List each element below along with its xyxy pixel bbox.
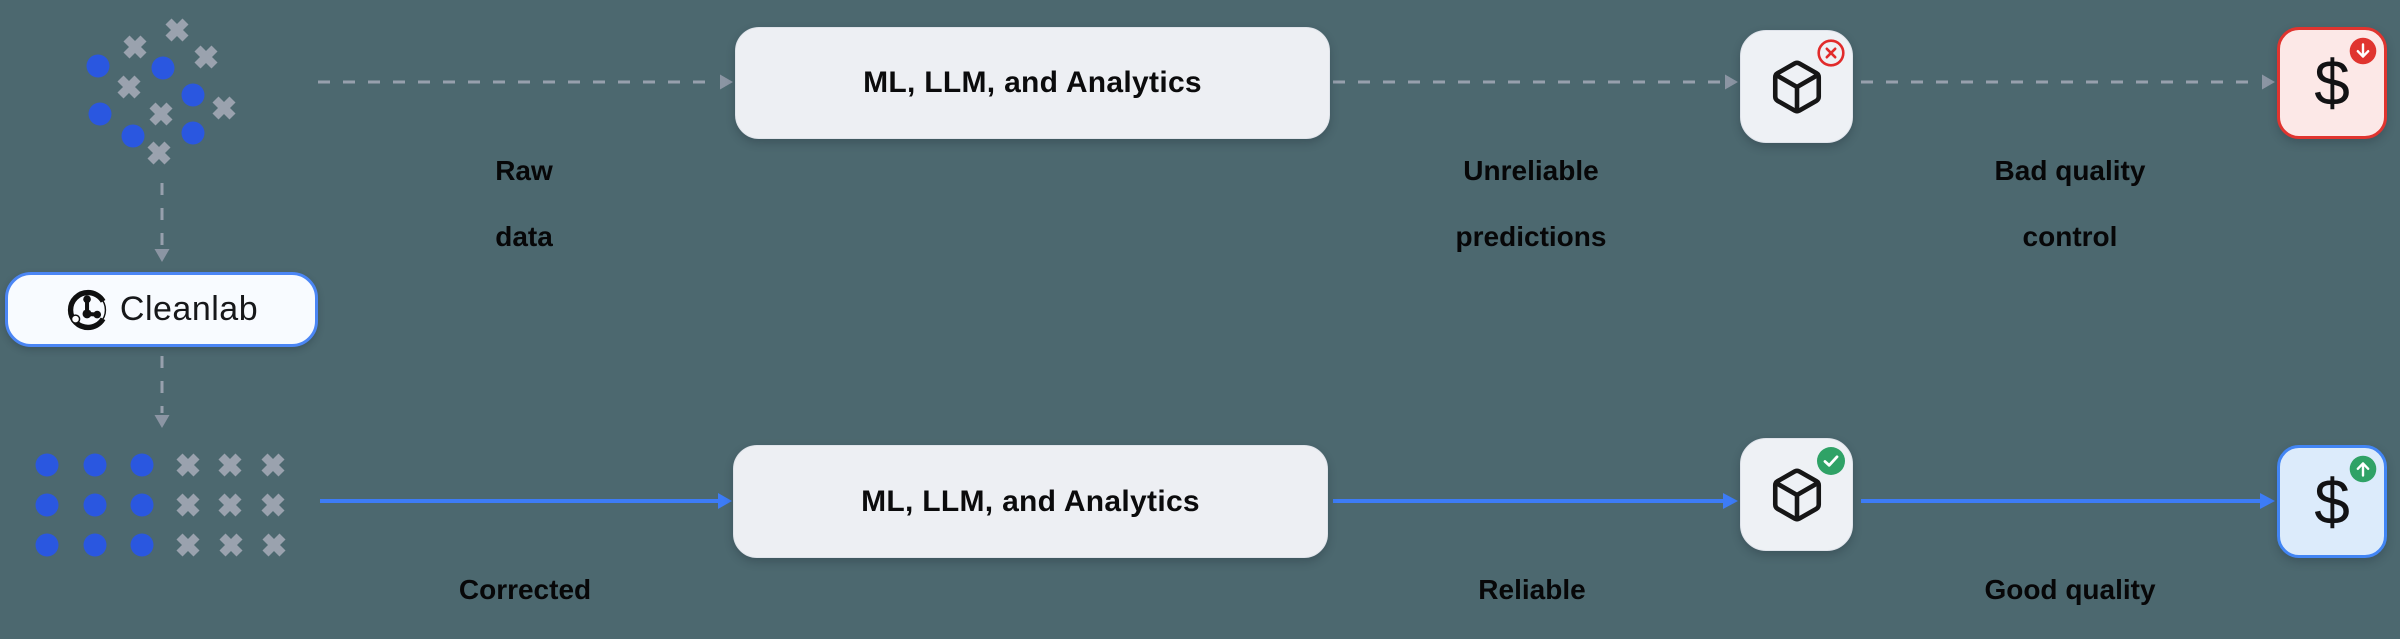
data-point-circle [35,493,59,517]
data-point-cross [261,453,285,477]
data-point-cross [261,493,285,517]
dashed-arrow-cleanlab-to-corrected [154,356,170,428]
blue-arrow-model-to-cost [1861,493,2275,509]
data-point-cross [262,533,286,557]
blue-arrow-ml-to-model [1333,493,1738,509]
data-point-circle [181,83,205,107]
data-point-cross [176,453,200,477]
label-corrected-data: Corrected data [458,574,592,605]
data-point-cross [218,493,242,517]
label-unreliable-predictions: Unreliable predictions [1455,155,1607,252]
check-badge-icon [1817,447,1845,475]
data-point-cross [176,533,200,557]
label-good-quality-control: Good quality control [1984,574,2156,605]
data-point-circle [151,56,175,80]
data-point-circle [83,493,107,517]
cost-box-bad: $ [2277,27,2387,139]
data-point-cross [194,45,218,69]
data-point-circle [130,453,154,477]
blue-arrow-corrected-to-ml [320,493,732,509]
data-point-cross [165,18,189,42]
data-point-circle [35,533,59,557]
cleanlab-box: Cleanlab [5,272,318,347]
data-point-cross [147,141,171,165]
cost-box-good: $ [2277,445,2387,558]
data-point-cross [176,493,200,517]
label-reliable-predictions: Reliable predictions [1478,574,1586,605]
arrow-up-badge-icon [2349,455,2377,483]
cleanlab-wordmark: Cleanlab [119,290,259,328]
raw-data-scatter [86,18,236,165]
label-raw-data: Raw data [495,155,553,252]
dollar-icon: $ [2314,47,2350,119]
ml-box-label: ML, LLM, and Analytics [863,66,1202,99]
data-point-cross [212,96,236,120]
data-point-cross [149,102,173,126]
dashed-arrow-ml-to-model [1333,74,1738,90]
data-point-cross [123,35,147,59]
data-point-circle [86,54,110,78]
data-point-cross [117,75,141,99]
dollar-icon: $ [2314,465,2350,538]
box-icon [1772,468,1821,521]
data-point-circle [35,453,59,477]
dashed-arrow-raw-to-cleanlab [154,183,170,262]
data-point-circle [130,493,154,517]
box-icon [1772,60,1821,113]
corrected-data-grid [35,453,286,557]
model-box-unreliable [1740,30,1853,143]
ml-analytics-box-top: ML, LLM, and Analytics [735,27,1330,139]
dashed-arrow-model-to-cost [1861,74,2275,90]
data-point-circle [181,121,205,145]
data-point-circle [83,533,107,557]
ml-box-label: ML, LLM, and Analytics [861,484,1200,518]
ml-analytics-box-bottom: ML, LLM, and Analytics [733,445,1328,558]
data-point-circle [88,102,112,126]
data-point-circle [121,124,145,148]
model-box-reliable [1740,438,1853,551]
data-point-cross [218,453,242,477]
arrow-down-badge-icon [2349,37,2377,65]
error-x-badge-icon [1817,39,1845,67]
cleanlab-logo-icon [67,289,109,330]
data-point-circle [130,533,154,557]
data-point-circle [83,453,107,477]
data-point-cross [219,533,243,557]
label-bad-quality-control: Bad quality control [1994,155,2146,252]
dashed-arrow-raw-to-ml [318,74,733,90]
